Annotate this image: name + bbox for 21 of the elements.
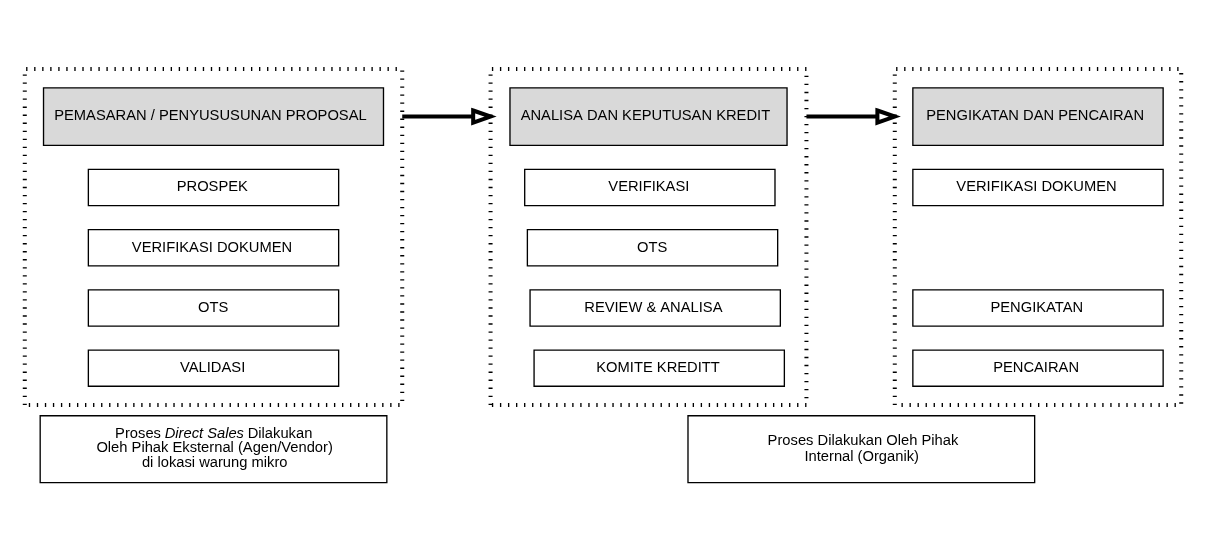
node-box: KOMITE KREDITT	[533, 349, 786, 387]
node-box: VERIFIKASI	[524, 168, 776, 207]
node-box: OTS	[87, 289, 340, 327]
arrow	[806, 107, 901, 126]
node-box: PENGIKATAN	[912, 289, 1164, 327]
node-box: Proses Direct Sales Dilakukan Oleh Pihak Eksternal (Agen/Vendor) di lokasi warung mikro	[39, 415, 388, 484]
cluster	[22, 67, 405, 408]
node-box: OTS	[526, 229, 779, 267]
cluster	[488, 67, 809, 408]
arrow	[402, 107, 497, 126]
node-box: ANALISA DAN KEPUTUSAN KREDIT	[509, 87, 788, 146]
node-box: REVIEW & ANALISA	[529, 289, 781, 327]
node-box: VERIFIKASI DOKUMEN	[912, 168, 1164, 207]
node-box: Proses Dilakukan Oleh Pihak Internal (Organik)	[687, 415, 1036, 484]
cluster	[892, 67, 1184, 408]
node-box: VERIFIKASI DOKUMEN	[87, 229, 340, 267]
node-box: PEMASARAN / PENYUSUSUNAN PROPOSAL	[42, 87, 385, 146]
node-box: PROSPEK	[87, 168, 340, 207]
node-box: PENCAIRAN	[912, 349, 1164, 387]
node-box: VALIDASI	[87, 349, 340, 387]
node-box: PENGIKATAN DAN PENCAIRAN	[912, 87, 1164, 146]
